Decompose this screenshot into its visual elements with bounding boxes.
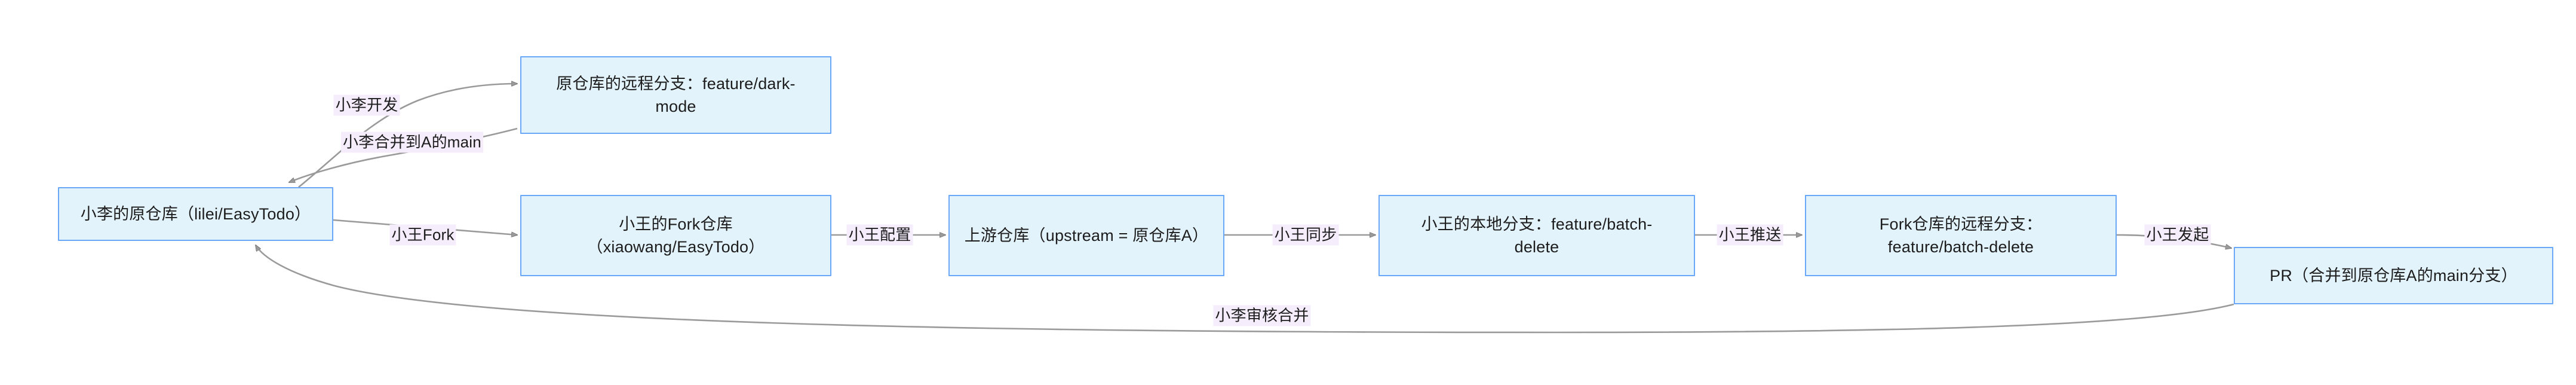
edge-label-sync: 小王同步 — [1272, 224, 1339, 246]
node-fork-remote-branch[interactable]: Fork仓库的远程分支： feature/batch-delete — [1805, 195, 2117, 276]
edge-label-config: 小王配置 — [846, 224, 913, 246]
node-label: 小王的Fork仓库 （xiaowang/EasyTodo） — [587, 215, 765, 256]
node-label: 小王的本地分支：feature/batch- delete — [1421, 215, 1653, 256]
edge-label-dev: 小李开发 — [333, 94, 400, 116]
edge-label-open-pr: 小王发起 — [2144, 224, 2211, 246]
edge-label-merge-main: 小李合并到A的main — [341, 132, 483, 153]
node-origin-repo[interactable]: 小李的原仓库（lilei/EasyTodo） — [58, 187, 333, 241]
edge-label-fork: 小王Fork — [389, 224, 456, 246]
node-origin-remote-branch[interactable]: 原仓库的远程分支：feature/dark- mode — [520, 56, 831, 134]
edge-label-push: 小王推送 — [1717, 224, 1783, 246]
node-pull-request[interactable]: PR（合并到原仓库A的main分支） — [2234, 247, 2553, 304]
node-label: Fork仓库的远程分支： feature/batch-delete — [1879, 215, 2043, 256]
node-label: 小李的原仓库（lilei/EasyTodo） — [80, 204, 311, 223]
node-label: 上游仓库（upstream = 原仓库A） — [964, 226, 1209, 245]
node-label: PR（合并到原仓库A的main分支） — [2270, 266, 2517, 285]
edge-label-review-merge: 小李审核合并 — [1213, 305, 1311, 326]
node-upstream-repo[interactable]: 上游仓库（upstream = 原仓库A） — [948, 195, 1224, 276]
node-local-branch[interactable]: 小王的本地分支：feature/batch- delete — [1378, 195, 1695, 276]
node-label: 原仓库的远程分支：feature/dark- mode — [556, 74, 796, 115]
node-fork-repo[interactable]: 小王的Fork仓库 （xiaowang/EasyTodo） — [520, 195, 831, 276]
